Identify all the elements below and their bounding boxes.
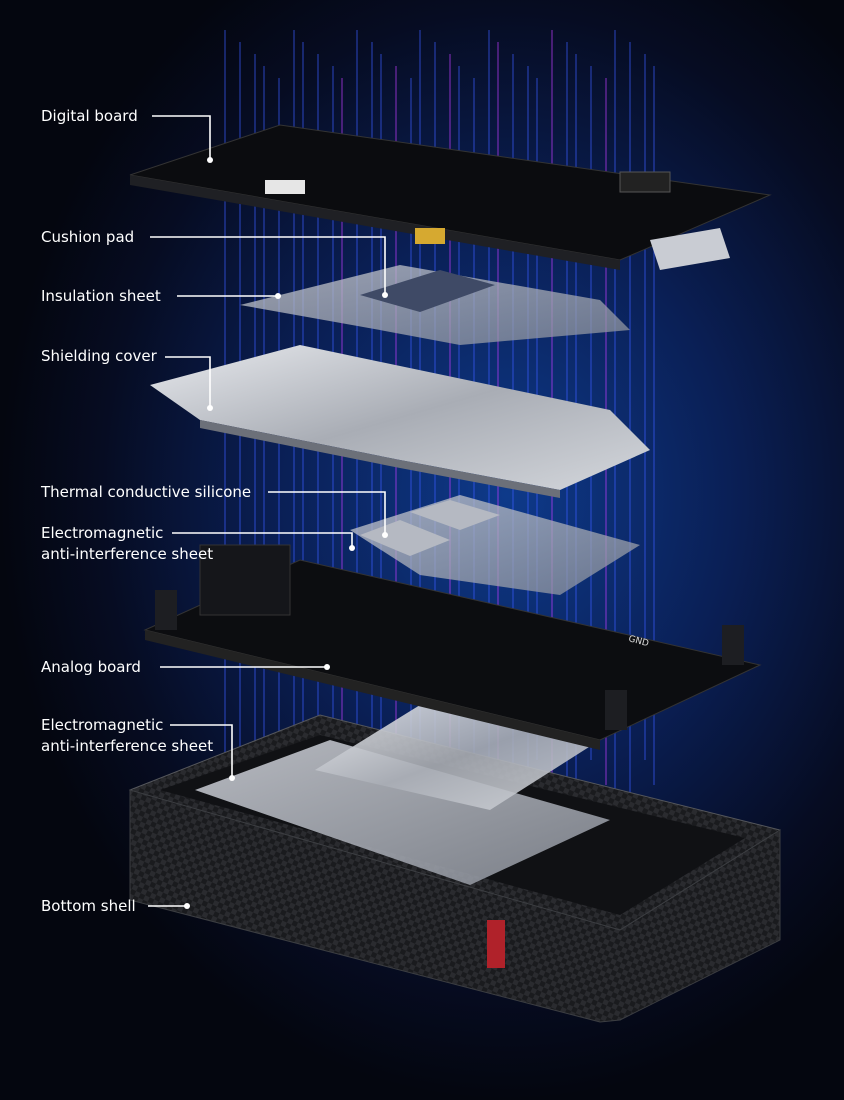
label-thermal-silicone: Thermal conductive silicone xyxy=(41,483,252,501)
leader-digital-board xyxy=(152,115,211,160)
leader-em-sheet-2 xyxy=(170,724,233,778)
label-analog-board: Analog board xyxy=(41,658,141,676)
label-shielding-cover: Shielding cover xyxy=(41,347,157,365)
shell-button xyxy=(487,920,505,968)
leader-dots xyxy=(184,157,388,909)
leader-cushion-pad xyxy=(150,236,386,295)
leader-em-sheet-1 xyxy=(172,532,353,548)
cushion-pad-part xyxy=(360,270,495,312)
label-insulation-sheet: Insulation sheet xyxy=(41,287,161,305)
label-em-sheet-2: Electromagnetic anti-interference sheet xyxy=(41,715,213,757)
shielding-cover-part xyxy=(150,345,650,498)
label-em-sheet-1-line2: anti-interference sheet xyxy=(41,545,214,563)
label-cushion-pad: Cushion pad xyxy=(41,228,135,246)
leader-thermal-silicone xyxy=(268,491,386,535)
leader-lines xyxy=(148,115,386,907)
em-sheet-2-part xyxy=(195,740,610,885)
analog-board-part xyxy=(143,544,762,750)
label-bottom-shell: Bottom shell xyxy=(41,897,136,915)
digital-board-part: GND xyxy=(129,124,772,649)
leader-shielding-cover xyxy=(165,356,211,408)
label-em-sheet-1-line1: Electromagnetic xyxy=(41,524,164,542)
em-sheet-1-part xyxy=(350,495,640,595)
label-digital-board: Digital board xyxy=(41,107,138,125)
thermal-silicone-part xyxy=(360,520,450,556)
label-em-sheet-1: Electromagnetic anti-interference sheet xyxy=(41,523,213,565)
label-em-sheet-2-line2: anti-interference sheet xyxy=(41,737,214,755)
label-em-sheet-2-line1: Electromagnetic xyxy=(41,716,164,734)
